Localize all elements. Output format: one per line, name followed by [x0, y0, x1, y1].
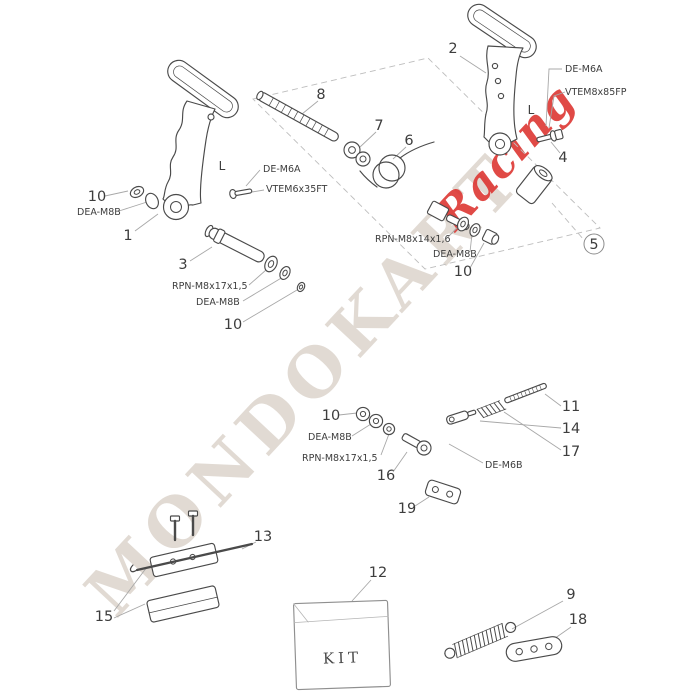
watermark: MONDOKART Racing — [70, 75, 585, 631]
callout-17: 17 — [562, 444, 580, 460]
part-linkage-middle — [355, 382, 547, 505]
part-bolt-4 — [536, 128, 564, 143]
callout-13: 13 — [254, 529, 272, 545]
callout-10-mid: 10 — [322, 408, 340, 424]
callout-numbers: 2 8 7 6 4 L L 10 1 3 10 5 10 11 14 17 10… — [88, 41, 605, 628]
part-rod-13 — [129, 542, 254, 573]
callout-18: 18 — [569, 612, 587, 628]
callout-5-circle — [583, 233, 605, 255]
label-dea-m8b-left: DEA-M8B — [77, 207, 121, 218]
label-rpn-m8x17x15-mid: RPN-M8x17x1,5 — [302, 453, 378, 464]
label-rpn-m8x14x16: RPN-M8x14x1,6 — [375, 234, 451, 245]
construction-dashed-lines — [252, 57, 601, 270]
part-axle-right — [426, 200, 500, 245]
callout-7: 7 — [374, 118, 383, 134]
callout-10-right: 10 — [454, 264, 472, 280]
label-de-m6a-right: DE-M6A — [565, 64, 603, 75]
label-vtem6x35ft: VTEM6x35FT — [266, 184, 328, 195]
callout-14: 14 — [562, 421, 580, 437]
kit-label: KIT — [323, 648, 363, 667]
callout-3: 3 — [178, 257, 187, 273]
callout-11: 11 — [562, 399, 580, 415]
part-cylinder-5 — [515, 165, 553, 205]
callout-10-left: 10 — [88, 189, 106, 205]
part-shaft-3 — [204, 224, 306, 293]
label-de-m6a-left: DE-M6A — [263, 164, 301, 175]
label-rpn-m8x17x15-shaft: RPN-M8x17x1,5 — [172, 281, 248, 292]
part-spring-9 — [444, 621, 517, 659]
callout-16: 16 — [377, 468, 395, 484]
label-dea-m8b-shaft: DEA-M8B — [196, 297, 240, 308]
label-vtem8x85fp: VTEM8x85FP — [565, 87, 627, 98]
part-spring-6 — [359, 141, 435, 189]
part-washers-7 — [343, 141, 371, 167]
part-code-labels: DE-M6A VTEM8x85FP DE-M6A VTEM6x35FT DEA-… — [77, 64, 627, 471]
callout-19: 19 — [398, 501, 416, 517]
callout-8: 8 — [316, 87, 325, 103]
callout-15: 15 — [95, 609, 113, 625]
callout-5: 5 — [589, 237, 598, 253]
callout-9: 9 — [566, 587, 575, 603]
part-pedal-left — [129, 59, 239, 221]
callout-2: 2 — [448, 41, 457, 57]
callout-4: 4 — [558, 150, 567, 166]
label-dea-m8b-right: DEA-M8B — [433, 249, 477, 260]
part-pedal-right — [467, 3, 537, 156]
callout-12: 12 — [369, 565, 387, 581]
callout-6: 6 — [404, 133, 413, 149]
label-dea-m8b-mid: DEA-M8B — [308, 432, 352, 443]
part-bolt-vtem6x35ft — [229, 188, 253, 200]
leader-lines — [104, 55, 572, 642]
part-kit-12: KIT — [293, 599, 391, 691]
part-pin-8 — [256, 90, 339, 142]
callout-10-shaft: 10 — [224, 317, 242, 333]
label-L-left: L — [219, 159, 226, 173]
callout-1: 1 — [123, 228, 132, 244]
label-de-m6b: DE-M6B — [485, 460, 523, 471]
part-plate-18 — [505, 636, 563, 662]
label-L-right: L — [528, 103, 535, 117]
